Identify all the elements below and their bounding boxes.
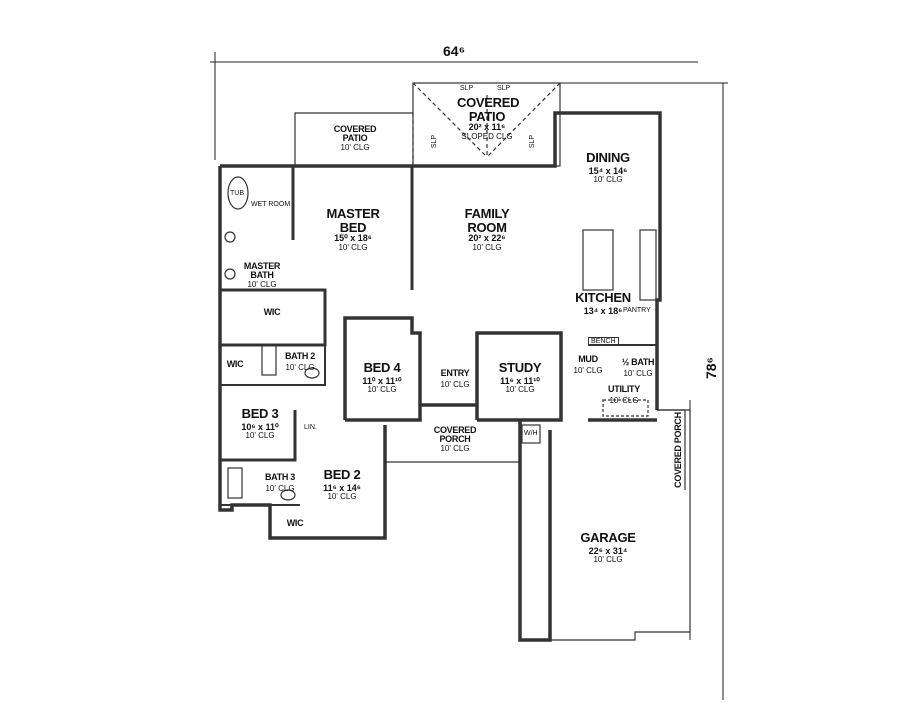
room-name: COVERED PATIO (457, 95, 520, 124)
room-name: BED 3 (241, 406, 279, 421)
room-name: STUDY (498, 360, 542, 375)
ceiling-note: 10' CLG (472, 242, 502, 252)
ceiling-note: 10' CLG (265, 483, 295, 493)
room-size: 13⁴ x 18⁶ (583, 305, 623, 316)
room-name: FAMILY ROOM (464, 206, 510, 235)
ceiling-note: 10' CLG (573, 365, 603, 375)
slope-label: SLP (431, 134, 439, 149)
room-name: KITCHEN (575, 290, 631, 305)
ceiling-note: 10' CLG (593, 555, 623, 565)
room-dining: DINING 15⁴ x 14⁶ 10' CLG (586, 150, 630, 185)
ceiling-note: 10' CLG (338, 242, 368, 252)
linen-closet-label: LIN. (304, 424, 317, 431)
ceiling-note: 10' CLG (593, 175, 623, 185)
slope-label: SLP (529, 134, 537, 149)
room-bed4: BED 4 11⁰ x 11¹⁰ 10' CLG (362, 360, 401, 395)
room-size: 11⁶ x 11¹⁰ (500, 375, 540, 386)
ceiling-note: 10' CLG (327, 492, 357, 502)
room-name: BED 2 (323, 467, 361, 482)
room-entry: ENTRY 10' CLG (440, 364, 469, 389)
room-name: MUD (578, 354, 598, 364)
ceiling-note: 10' CLG (285, 362, 315, 372)
room-name: MASTER BATH (243, 261, 281, 281)
room-name: COVERED PORCH (433, 425, 477, 445)
ceiling-note: 10' CLG (245, 431, 275, 441)
room-name: DINING (586, 150, 630, 165)
room-bed2: BED 2 11⁶ x 14⁶ 10' CLG (323, 467, 361, 502)
thin-lines (220, 82, 691, 641)
room-wic-bed3: WIC (226, 359, 244, 369)
overall-width-dimension: 64⁶ (443, 43, 466, 59)
room-name: MASTER BED (326, 206, 380, 235)
room-kitchen: KITCHEN 13⁴ x 18⁶ (575, 290, 631, 316)
room-bath3: BATH 3 10' CLG (265, 468, 295, 493)
tub-label: TUB (230, 190, 244, 197)
slope-label: SLP (460, 85, 474, 92)
room-half-bath: ½ BATH 10' CLG (622, 353, 655, 378)
room-wic-bed2: WIC (286, 518, 304, 528)
ceiling-note: 10' CLG (505, 385, 535, 395)
wet-room-label: WET ROOM (251, 201, 291, 208)
room-size: 20² x 11⁶ (468, 122, 506, 133)
room-garage: GARAGE 22⁶ x 31⁴ 10' CLG (580, 530, 636, 565)
room-name: ENTRY (440, 368, 470, 378)
room-covered-porch-side: COVERED PORCH (672, 412, 683, 488)
overall-depth-dimension: 78⁶ (703, 356, 720, 380)
ceiling-note: SLOPED CLG (461, 131, 513, 141)
ceiling-note: 10' CLG (367, 385, 397, 395)
ceiling-note: 10' CLG (440, 443, 470, 453)
room-covered-patio-side: COVERED PATIO 10' CLG (330, 124, 380, 152)
room-bed3: BED 3 10⁶ x 11⁰ 10' CLG (241, 406, 278, 441)
room-size: 15⁰ x 18⁶ (334, 233, 372, 244)
ceiling-note: 10' CLG (247, 279, 277, 289)
room-name: UTILITY (608, 384, 640, 394)
room-name: BED 4 (363, 360, 401, 375)
pantry-label: PANTRY (623, 307, 651, 314)
room-study: STUDY 11⁶ x 11¹⁰ 10' CLG (499, 360, 542, 395)
room-covered-porch-front: COVERED PORCH 10' CLG (433, 425, 478, 453)
room-name: BATH 2 (284, 351, 316, 361)
room-size: 11⁰ x 11¹⁰ (362, 375, 402, 386)
ceiling-note: 10' CLG (440, 379, 470, 389)
ceiling-note: 10' CLG (609, 395, 639, 405)
ceiling-note: 10' CLG (340, 142, 370, 152)
bench-label: BENCH (588, 337, 619, 346)
room-mud: MUD 10' CLG (573, 350, 602, 375)
room-wic-master: WIC (263, 307, 281, 317)
room-name: ½ BATH (621, 357, 655, 367)
room-utility: UTILITY 10' CLG (608, 380, 640, 405)
room-covered-patio-main: COVERED PATIO 20² x 11⁶ SLOPED CLG (457, 95, 520, 141)
room-bath2: BATH 2 10' CLG (285, 347, 315, 372)
water-heater-label: W/H (524, 430, 538, 437)
ceiling-note: 10' CLG (623, 368, 653, 378)
room-name: COVERED PATIO (333, 124, 377, 144)
room-size: 22⁶ x 31⁴ (588, 545, 628, 556)
room-name: BATH 3 (264, 472, 296, 482)
room-master-bath: MASTER BATH 10' CLG (242, 261, 282, 289)
room-name: GARAGE (580, 530, 636, 545)
slope-label: SLP (497, 85, 511, 92)
room-size: 10⁶ x 11⁰ (241, 421, 279, 432)
room-family-room: FAMILY ROOM 20² x 22⁶ 10' CLG (457, 207, 517, 252)
room-size: 15⁴ x 14⁶ (588, 165, 628, 176)
room-size: 20² x 22⁶ (468, 233, 506, 244)
room-size: 11⁶ x 14⁶ (323, 482, 361, 493)
room-master-bed: MASTER BED 15⁰ x 18⁶ 10' CLG (323, 207, 383, 252)
